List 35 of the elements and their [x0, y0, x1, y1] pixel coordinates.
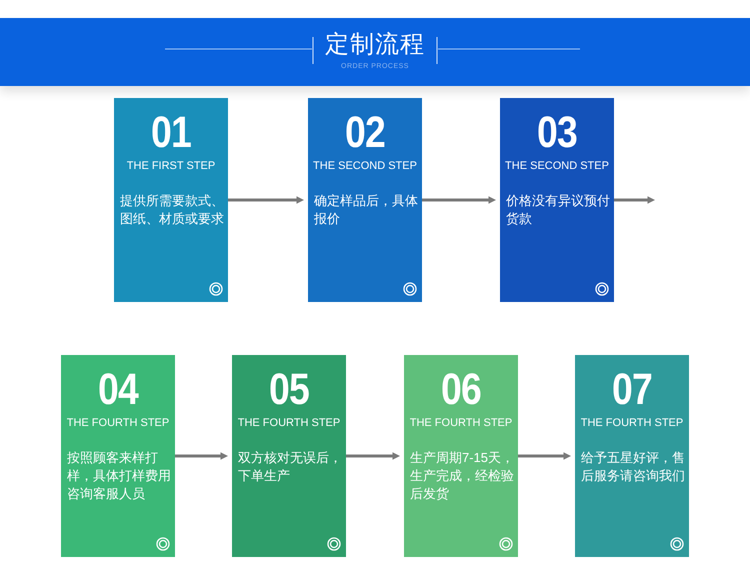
step-number: 07: [611, 367, 653, 413]
step-card: [500, 98, 614, 302]
step-number: 05: [268, 367, 310, 413]
step-description: 价格没有异议预付货款: [506, 192, 611, 228]
step-number: 02: [344, 110, 386, 156]
step-subtitle: THE FIRST STEP: [126, 160, 216, 173]
arrow: [228, 196, 304, 204]
step-card: [61, 355, 175, 557]
step-subtitle: THE FOURTH STEP: [236, 417, 342, 430]
arrow: [422, 196, 496, 204]
step-description: 给予五星好评，售后服务请咨询我们: [581, 449, 686, 485]
step-subtitle: THE FOURTH STEP: [580, 417, 684, 430]
step-number: 03: [536, 110, 578, 156]
diagram-title: 定制流程: [324, 30, 426, 60]
step-number: 06: [440, 367, 482, 413]
arrow: [518, 452, 572, 460]
step-description: 确定样品后，具体报价: [314, 192, 419, 228]
step-card: [308, 98, 422, 302]
arrow: [614, 196, 656, 204]
arrow: [346, 452, 400, 460]
step-card: [114, 98, 228, 302]
step-card: [232, 355, 346, 557]
step-subtitle: THE FOURTH STEP: [408, 417, 514, 430]
step-card: [404, 355, 518, 557]
step-description: 提供所需要款式、图纸、材质或要求: [120, 192, 225, 228]
step-card: [575, 355, 689, 557]
step-subtitle: THE SECOND STEP: [504, 160, 610, 173]
step-number: 01: [150, 110, 192, 156]
arrow: [175, 452, 228, 460]
step-number: 04: [97, 367, 140, 413]
step-description: 按照顾客来样打样，具体打样费用咨询客服人员: [67, 449, 172, 503]
step-description: 双方核对无误后，下单生产: [238, 449, 343, 485]
step-description: 生产周期7-15天，生产完成，经检验后发货: [410, 449, 516, 503]
step-subtitle: THE SECOND STEP: [312, 160, 418, 173]
step-subtitle: THE FOURTH STEP: [66, 417, 170, 430]
